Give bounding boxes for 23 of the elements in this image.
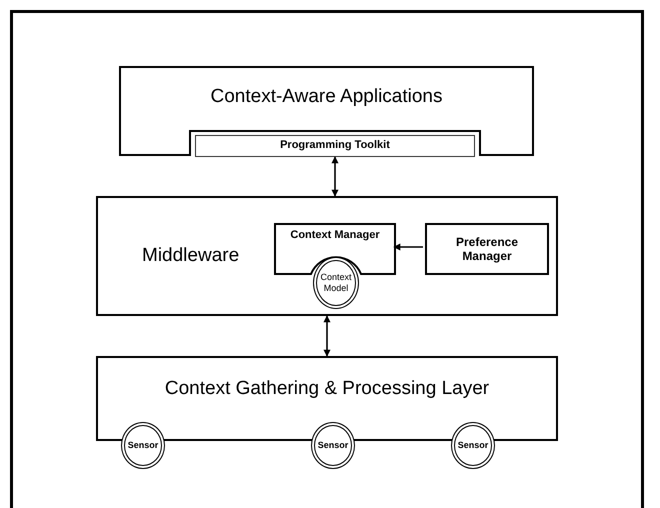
component-box bbox=[425, 223, 549, 275]
node-label: Context Model bbox=[319, 272, 353, 294]
arrow bbox=[332, 156, 338, 197]
layer-box bbox=[119, 66, 534, 156]
component-box bbox=[195, 135, 475, 157]
circle-node bbox=[451, 422, 495, 469]
component-box bbox=[96, 356, 558, 441]
node-label: Context Gathering & Processing Layer bbox=[164, 378, 490, 401]
component-box bbox=[274, 223, 396, 275]
component-box bbox=[96, 196, 558, 316]
node-label: Programming Toolkit bbox=[279, 139, 391, 153]
arrow bbox=[324, 315, 330, 357]
node-label: Sensor bbox=[316, 440, 350, 451]
node-label: Context-Aware Applications bbox=[210, 86, 444, 109]
node-label: Sensor bbox=[456, 440, 490, 451]
node-label: Preference Manager bbox=[454, 234, 520, 264]
node-label: Context Manager bbox=[289, 229, 381, 242]
circle-node bbox=[313, 257, 359, 309]
arrow bbox=[393, 244, 423, 250]
circle-node bbox=[121, 422, 165, 469]
node-label: Sensor bbox=[126, 440, 160, 451]
circle-node bbox=[311, 422, 355, 469]
node-label: Middleware bbox=[141, 244, 240, 268]
